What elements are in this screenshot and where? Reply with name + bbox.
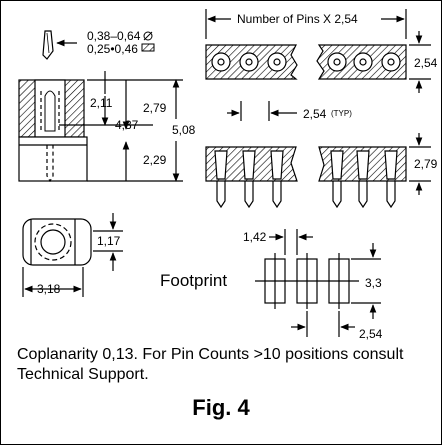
round-lead-icon xyxy=(143,31,153,41)
dim-142: 1,42 xyxy=(243,230,267,244)
coplanarity-note: Coplanarity 0,13. For Pin Counts >10 pos… xyxy=(17,346,404,383)
dim-254-footprint: 2,54 xyxy=(359,327,383,341)
dim-508: 5,08 xyxy=(172,123,196,137)
dim-437: 4,37 xyxy=(115,118,139,132)
dim-pitch-typ: 2,54 xyxy=(303,107,327,121)
top-view xyxy=(205,9,431,121)
dim-117: 1,17 xyxy=(97,234,121,248)
figure-caption: Fig. 4 xyxy=(192,395,250,420)
dim-pitch-top: 2,54 xyxy=(414,56,438,70)
footprint-view xyxy=(255,229,381,337)
square-lead-icon xyxy=(141,43,155,52)
front-section-view xyxy=(205,133,431,209)
dim-typ-note: (TYP) xyxy=(331,109,352,118)
dim-height-side: 2,79 xyxy=(414,157,438,171)
dim-33: 3,3 xyxy=(365,276,382,290)
dim-lead-square: 0,25•0,46 xyxy=(87,42,138,56)
dim-229: 2,29 xyxy=(143,153,167,167)
side-view xyxy=(18,71,183,183)
end-view xyxy=(22,213,123,297)
dim-number-of-pins: Number of Pins X 2,54 xyxy=(237,12,358,26)
footprint-label: Footprint xyxy=(160,271,227,290)
dim-318: 3,18 xyxy=(37,282,61,296)
lead-tip-detail xyxy=(42,30,77,60)
dim-211: 2,11 xyxy=(90,96,113,110)
dim-lead-round: 0,38–0,64 xyxy=(87,29,141,43)
dim-279: 2,79 xyxy=(143,101,167,115)
